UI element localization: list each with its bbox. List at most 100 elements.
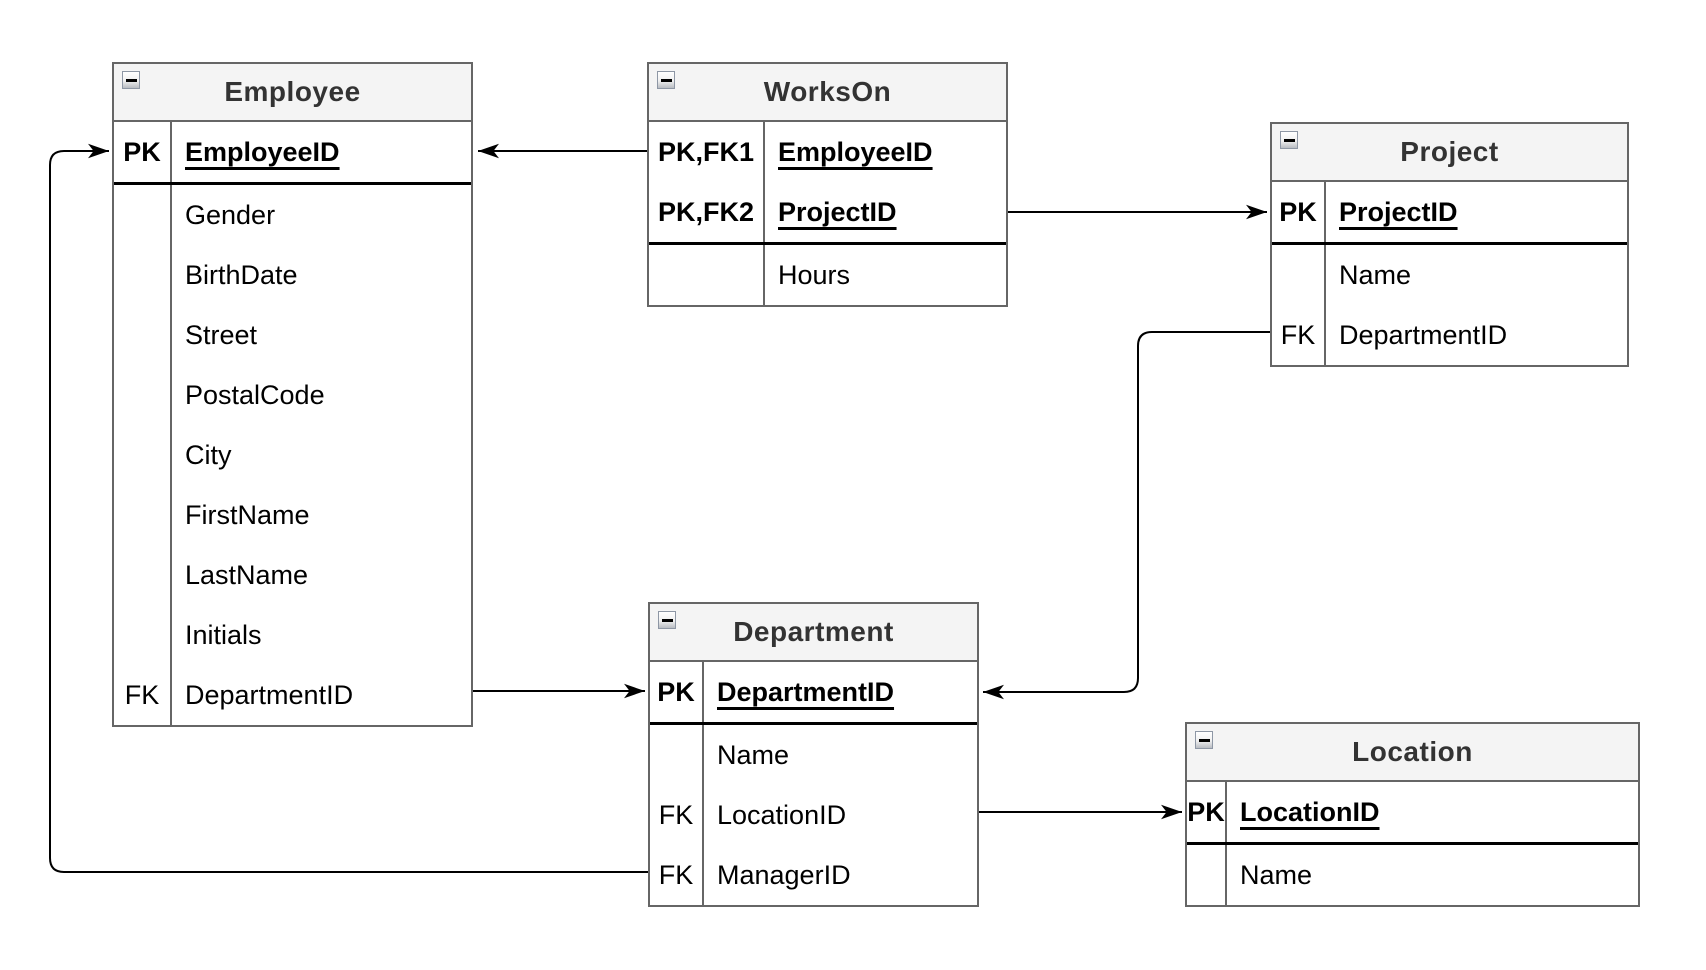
key-text: PK bbox=[123, 136, 161, 167]
field-cell: DepartmentID bbox=[704, 662, 977, 722]
row-locationid[interactable]: FK LocationID bbox=[650, 785, 977, 845]
field-text: Name bbox=[1339, 259, 1412, 290]
key-label: PK,FK2 bbox=[649, 182, 765, 242]
collapse-icon[interactable] bbox=[1280, 131, 1298, 149]
row-initials[interactable]: Initials bbox=[114, 605, 471, 665]
table-title: Employee bbox=[224, 76, 361, 107]
key-text: PK,FK2 bbox=[657, 196, 755, 227]
row-departmentid[interactable]: FK DepartmentID bbox=[114, 665, 471, 725]
table-title: WorksOn bbox=[763, 76, 892, 107]
table-title: Project bbox=[1400, 136, 1499, 167]
row-name[interactable]: Name bbox=[650, 725, 977, 785]
field-cell: Name bbox=[704, 725, 977, 785]
field-cell: Name bbox=[1326, 245, 1627, 305]
key-label bbox=[649, 245, 765, 305]
key-label bbox=[650, 725, 704, 785]
row-gender[interactable]: Gender bbox=[114, 185, 471, 245]
minus-glyph bbox=[1198, 738, 1210, 742]
row-managerid[interactable]: FK ManagerID bbox=[650, 845, 977, 905]
pk-section: PK EmployeeID bbox=[114, 122, 471, 185]
row-employeeid[interactable]: PK,FK1 EmployeeID bbox=[649, 122, 1006, 182]
field-cell: LastName bbox=[172, 545, 471, 605]
key-label: PK bbox=[1272, 182, 1326, 242]
row-firstname[interactable]: FirstName bbox=[114, 485, 471, 545]
connector-project-department[interactable] bbox=[983, 331, 1270, 700]
field-cell: DepartmentID bbox=[172, 665, 471, 725]
row-city[interactable]: City bbox=[114, 425, 471, 485]
row-departmentid[interactable]: PK DepartmentID bbox=[650, 662, 977, 722]
field-cell: EmployeeID bbox=[765, 122, 1006, 182]
field-cell: ProjectID bbox=[1326, 182, 1627, 242]
row-name[interactable]: Name bbox=[1272, 245, 1627, 305]
row-hours[interactable]: Hours bbox=[649, 245, 1006, 305]
entity-location[interactable]: Location PK LocationID Name bbox=[1185, 722, 1640, 907]
field-text: PostalCode bbox=[185, 379, 325, 410]
collapse-icon[interactable] bbox=[657, 71, 675, 89]
pk-section: PK LocationID bbox=[1187, 782, 1638, 845]
key-text: PK bbox=[657, 676, 695, 707]
body-section: Name FK LocationID FK ManagerID bbox=[650, 725, 977, 905]
key-label bbox=[114, 425, 172, 485]
entity-project[interactable]: Project PK ProjectID Name FK DepartmentI… bbox=[1270, 122, 1629, 367]
row-lastname[interactable]: LastName bbox=[114, 545, 471, 605]
key-text: FK bbox=[1280, 319, 1316, 350]
field-text: DepartmentID bbox=[185, 679, 354, 710]
row-projectid[interactable]: PK ProjectID bbox=[1272, 182, 1627, 242]
pk-section: PK,FK1 EmployeeID PK,FK2 ProjectID bbox=[649, 122, 1006, 245]
field-cell: City bbox=[172, 425, 471, 485]
minus-glyph bbox=[125, 78, 137, 82]
key-text: PK bbox=[1279, 196, 1317, 227]
row-birthdate[interactable]: BirthDate bbox=[114, 245, 471, 305]
row-departmentid[interactable]: FK DepartmentID bbox=[1272, 305, 1627, 365]
table-title: Department bbox=[733, 616, 894, 647]
field-cell: FirstName bbox=[172, 485, 471, 545]
pk-section: PK ProjectID bbox=[1272, 182, 1627, 245]
field-cell: ManagerID bbox=[704, 845, 977, 905]
field-cell: Street bbox=[172, 305, 471, 365]
body-section: Name bbox=[1187, 845, 1638, 905]
key-label bbox=[114, 245, 172, 305]
field-cell: BirthDate bbox=[172, 245, 471, 305]
entity-department[interactable]: Department PK DepartmentID Name FK Locat… bbox=[648, 602, 979, 907]
field-text: DepartmentID bbox=[717, 676, 895, 707]
field-text: Gender bbox=[185, 199, 276, 230]
key-text: FK bbox=[658, 859, 694, 890]
entity-workson[interactable]: WorksOn PK,FK1 EmployeeID PK,FK2 Project… bbox=[647, 62, 1008, 307]
minus-glyph bbox=[1283, 138, 1295, 142]
row-employeeid[interactable]: PK EmployeeID bbox=[114, 122, 471, 182]
key-label bbox=[1272, 245, 1326, 305]
field-text: LocationID bbox=[717, 799, 847, 830]
field-text: ProjectID bbox=[1339, 196, 1458, 227]
field-cell: DepartmentID bbox=[1326, 305, 1627, 365]
body-section: Name FK DepartmentID bbox=[1272, 245, 1627, 365]
body-section: Gender BirthDate Street PostalCode City … bbox=[114, 185, 471, 725]
key-label bbox=[114, 545, 172, 605]
field-cell: Gender bbox=[172, 185, 471, 245]
table-title: Location bbox=[1352, 736, 1473, 767]
row-postalcode[interactable]: PostalCode bbox=[114, 365, 471, 425]
field-text: EmployeeID bbox=[185, 136, 340, 167]
collapse-icon[interactable] bbox=[658, 611, 676, 629]
row-locationid[interactable]: PK LocationID bbox=[1187, 782, 1638, 842]
field-text: FirstName bbox=[185, 499, 310, 530]
collapse-icon[interactable] bbox=[1195, 731, 1213, 749]
field-cell: PostalCode bbox=[172, 365, 471, 425]
key-label bbox=[114, 305, 172, 365]
row-projectid[interactable]: PK,FK2 ProjectID bbox=[649, 182, 1006, 242]
field-text: LastName bbox=[185, 559, 309, 590]
field-text: Street bbox=[185, 319, 258, 350]
key-text: PK,FK1 bbox=[657, 136, 755, 167]
key-label: PK bbox=[1187, 782, 1227, 842]
entity-header-employee: Employee bbox=[114, 64, 471, 122]
key-label: FK bbox=[650, 785, 704, 845]
entity-header-department: Department bbox=[650, 604, 977, 662]
key-text: FK bbox=[658, 799, 694, 830]
row-name[interactable]: Name bbox=[1187, 845, 1638, 905]
key-label bbox=[114, 365, 172, 425]
entity-employee[interactable]: Employee PK EmployeeID Gender BirthDate … bbox=[112, 62, 473, 727]
field-cell: Initials bbox=[172, 605, 471, 665]
collapse-icon[interactable] bbox=[122, 71, 140, 89]
key-label: FK bbox=[114, 665, 172, 725]
field-cell: LocationID bbox=[1227, 782, 1638, 842]
row-street[interactable]: Street bbox=[114, 305, 471, 365]
